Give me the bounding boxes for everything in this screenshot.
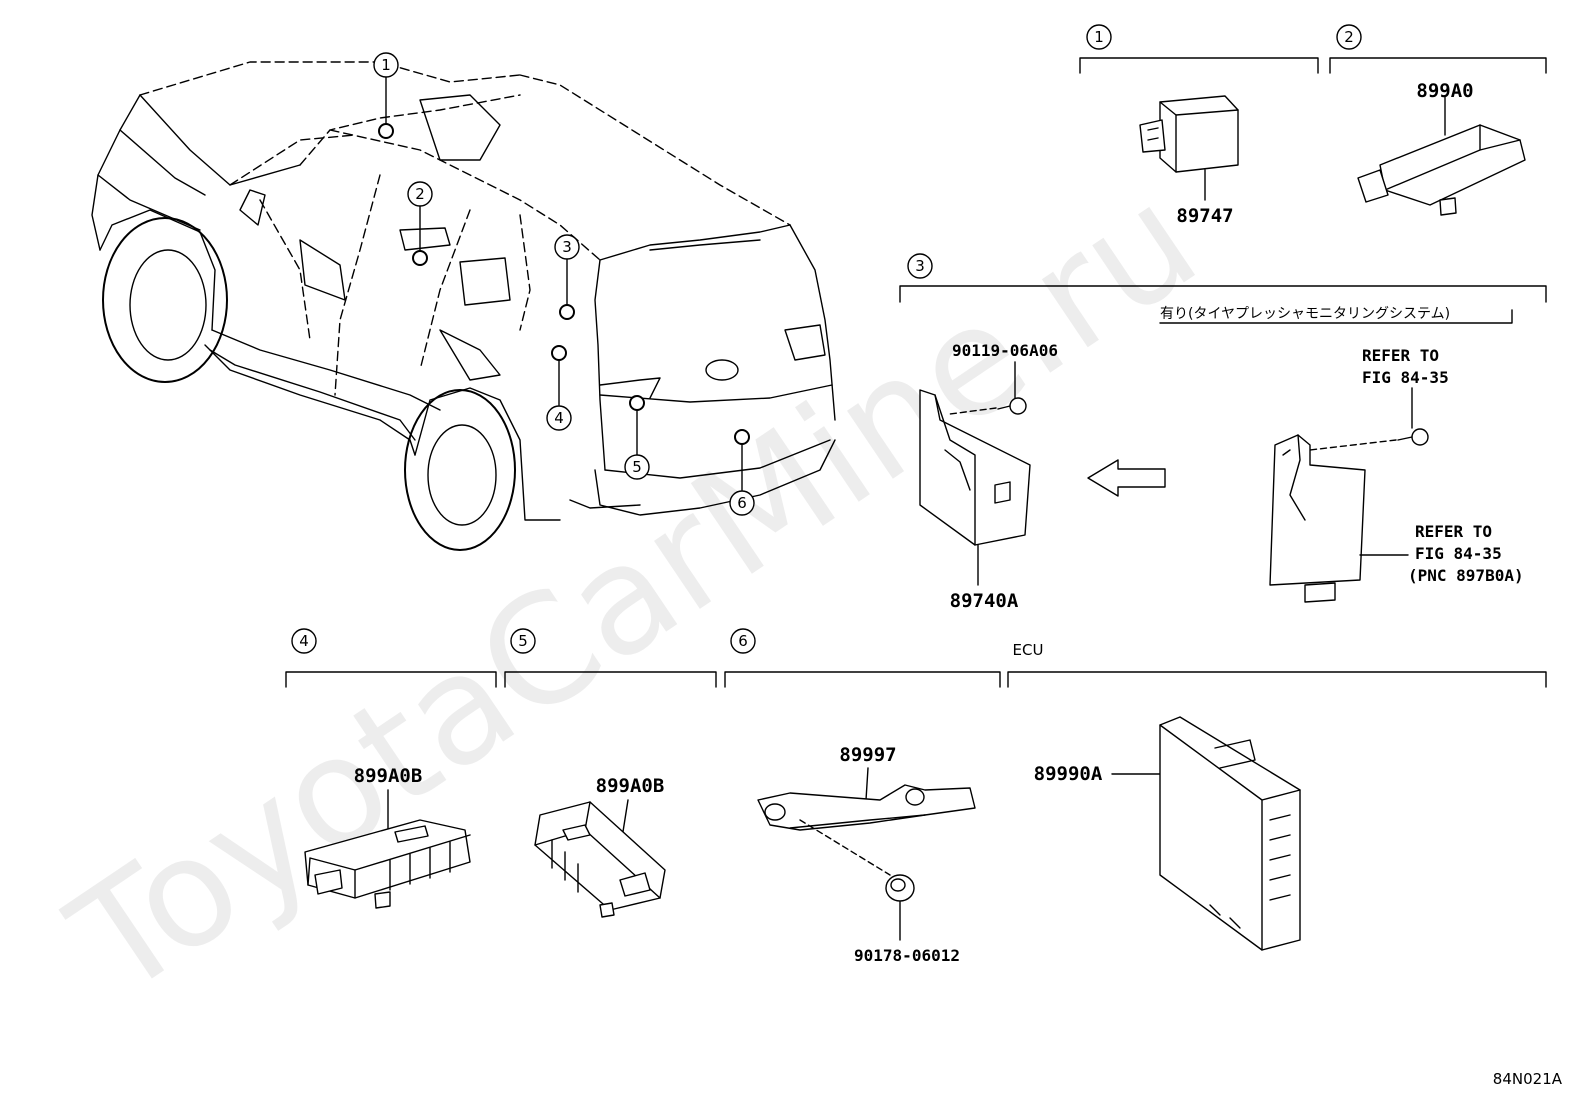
vehicle-callouts: 1 2 3 4 5 6 — [373, 52, 755, 516]
diagram-code: 84N021A — [1493, 1070, 1563, 1088]
svg-text:6: 6 — [737, 494, 747, 512]
group-1-number: 1 — [1094, 28, 1104, 46]
bolt-drawing-right — [1397, 428, 1429, 446]
vehicle-location-markers — [378, 76, 750, 491]
part-89740A-drawing — [919, 389, 1031, 586]
group-1: 1 89747 — [1079, 24, 1319, 227]
marker-4 — [551, 345, 567, 361]
vehicle-callout-6: 6 — [729, 490, 755, 516]
ecu-label: ECU — [1013, 641, 1044, 659]
part-899A0B-g4-drawing — [304, 819, 471, 909]
group-4: 4 899A0B — [285, 628, 497, 909]
svg-text:4: 4 — [554, 409, 564, 427]
svg-text:3: 3 — [562, 238, 572, 256]
part-89747-drawing — [1139, 95, 1239, 201]
group-3: 3 有り(タイヤプレッシャモニタリングシステム) 90119-06A06 897… — [899, 253, 1547, 612]
tpms-ecu-drawing — [1269, 434, 1366, 603]
refer-bolt-line2: FIG 84-35 — [1362, 368, 1449, 387]
part-number-899A0B-g4: 899A0B — [354, 765, 423, 787]
marker-2 — [412, 250, 428, 266]
refer-ecu-line3: (PNC 897B0A) — [1408, 566, 1524, 585]
vehicle-illustration — [91, 61, 836, 551]
part-89990A-drawing — [1159, 716, 1301, 951]
part-899A0B-g5-drawing — [534, 801, 666, 918]
marker-1 — [378, 123, 394, 139]
svg-text:5: 5 — [632, 458, 642, 476]
part-89997-drawing — [757, 784, 976, 831]
group-3-note: 有り(タイヤプレッシャモニタリングシステム) — [1160, 306, 1450, 322]
part-number-899A0B-g5: 899A0B — [596, 775, 665, 797]
part-90178-06012-drawing — [885, 874, 915, 902]
bolt-drawing-left — [997, 397, 1027, 415]
svg-text:2: 2 — [415, 185, 425, 203]
refer-ecu-line1: REFER TO — [1415, 522, 1492, 541]
marker-5 — [629, 395, 645, 411]
vehicle-callout-1: 1 — [373, 52, 399, 78]
part-number-89747: 89747 — [1176, 205, 1233, 227]
part-number-90119-06A06: 90119-06A06 — [952, 341, 1058, 360]
group-6-number: 6 — [738, 632, 748, 650]
part-number-899A0: 899A0 — [1416, 80, 1473, 102]
vehicle-callout-2: 2 — [407, 181, 433, 207]
group-4-number: 4 — [299, 632, 309, 650]
group-2: 2 899A0 — [1329, 24, 1547, 216]
group-ecu: ECU 89990A — [1007, 641, 1547, 951]
vehicle-callout-4: 4 — [546, 405, 572, 431]
group-5-number: 5 — [518, 632, 528, 650]
marker-6 — [734, 429, 750, 445]
part-899A0-drawing — [1357, 96, 1526, 216]
group-5: 5 899A0B — [504, 628, 717, 918]
refer-ecu-line2: FIG 84-35 — [1415, 544, 1502, 563]
part-number-89740A: 89740A — [950, 590, 1019, 612]
group-2-number: 2 — [1344, 28, 1354, 46]
replacement-arrow-icon — [1087, 459, 1166, 497]
group-3-number: 3 — [915, 257, 925, 275]
group-6: 6 89997 90178-06012 — [724, 628, 1001, 965]
vehicle-callout-3: 3 — [554, 234, 580, 260]
part-number-89997: 89997 — [839, 744, 896, 766]
part-number-89990A: 89990A — [1034, 763, 1103, 785]
part-number-90178-06012: 90178-06012 — [854, 946, 960, 965]
vehicle-callout-5: 5 — [624, 454, 650, 480]
refer-bolt-line1: REFER TO — [1362, 346, 1439, 365]
marker-3 — [559, 304, 575, 320]
svg-text:1: 1 — [381, 56, 391, 74]
